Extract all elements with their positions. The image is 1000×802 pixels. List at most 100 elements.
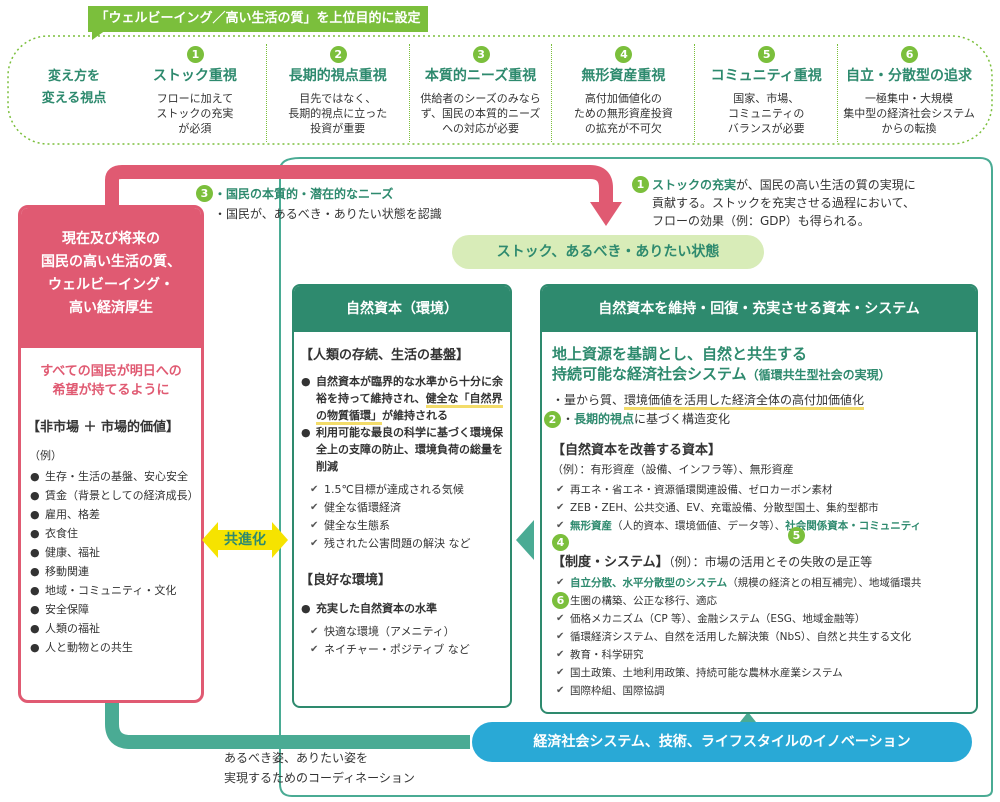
top-tag-pointer xyxy=(92,30,106,40)
natural-checks-2: 快適な環境（アメニティ）ネイチャー・ポジティブ など xyxy=(310,623,510,659)
coordination-text: あるべき姿、ありたい姿を 実現するためのコーディネーション xyxy=(224,751,415,785)
wellbeing-item: 移動関連 xyxy=(30,562,201,581)
needs-arrow-head xyxy=(590,202,622,226)
capital-big-2b: （循環共生型社会の実現） xyxy=(746,368,891,382)
capital-item: 教育・科学研究 xyxy=(556,646,968,664)
needs-line-2: ・国民が、あるべき・ありたい状態を認識 xyxy=(214,207,442,221)
natural-capital-box: 自然資本（環境） 【人類の存続、生活の基盤】 自然資本が臨界的な水準から十分に余… xyxy=(292,284,512,708)
wellbeing-item: 人類の福祉 xyxy=(30,619,201,638)
stock-note-rest: が、国民の高い生活の質の実現に貢献する。ストックを充実させる過程において、フロー… xyxy=(652,178,916,228)
perspective-desc: 供給者のシーズのみなら ず、国民の本質的ニーズ への対応が必要 xyxy=(420,92,541,135)
num-badge: 3 xyxy=(472,46,490,63)
natural-check-item: ネイチャー・ポジティブ など xyxy=(310,641,510,659)
needs-note: 3 ・国民の本質的・潜在的なニーズ ・国民が、あるべき・ありたい状態を認識 xyxy=(196,184,496,228)
perspective-desc: 目先ではなく、 長期的視点に立った 投資が重要 xyxy=(288,92,388,135)
stock-note: 1 ストックの充実が、国民の高い生活の質の実現に貢献する。ストックを充実させる過… xyxy=(632,176,922,232)
num-badge: 6 xyxy=(901,46,919,63)
perspective-4: 4 無形資産重視高付加価値化の ための無形資産投資 の拡充が不可欠 xyxy=(551,44,694,142)
wellbeing-item: 衣食住 xyxy=(30,524,201,543)
innovation-arrow-head xyxy=(740,712,756,722)
natural-checks: 1.5℃目標が達成される気候健全な循環経済健全な生態系残された公害問題の解決 な… xyxy=(310,481,510,553)
capital-item: 循環経済システム、自然を活用した解決策（NbS）、自然と共生する文化 xyxy=(556,628,968,646)
natural-sec1: 【人類の存続、生活の基盤】 xyxy=(300,348,470,363)
capital-sec2-row: 【制度・システム】（例）：市場の活用とその失敗の是正等 xyxy=(552,555,873,570)
wellbeing-box: 現在及び将来の 国民の高い生活の質、 ウェルビーイング・ 高い経済厚生 すべての… xyxy=(18,205,204,703)
capital-items-2: 価格メカニズム（CP 等）、金融システム（ESG、地域金融等）循環経済システム、… xyxy=(556,610,968,700)
num-row-45: 4 5 xyxy=(552,527,968,551)
wellbeing-heading: 【非市場 ＋ 市場的価値】 xyxy=(27,420,180,435)
capital-item-intangible: 無形資産（人的資本、環境価値、データ等）、社会関係資本・コミュニティ xyxy=(556,517,968,535)
num-badge: 2 xyxy=(329,46,347,63)
needs-line-1: ・国民の本質的・潜在的なニーズ xyxy=(214,187,394,201)
capital-system-box: 自然資本を維持・回復・充実させる資本・システム 地上資源を基調とし、自然と共生す… xyxy=(540,284,978,714)
num-badge: 1 xyxy=(632,176,649,193)
num-badge: 2 xyxy=(544,411,561,428)
wellbeing-item: 安全保障 xyxy=(30,600,201,619)
wellbeing-item: 健康、福祉 xyxy=(30,543,201,562)
natural-check-item: 残された公害問題の解決 など xyxy=(310,535,510,553)
num-badge: 5 xyxy=(758,46,776,63)
capital-sec1-example: （例）：有形資産（設備、インフラ等）、無形資産 xyxy=(552,463,794,476)
stock-banner: ストック、あるべき・ありたい状態 xyxy=(452,235,764,269)
natural-sec2: 【良好な環境】 xyxy=(300,573,392,588)
perspective-3: 3 本質的ニーズ重視供給者のシーズのみなら ず、国民の本質的ニーズ への対応が必要 xyxy=(408,44,552,142)
capital-quality: ・量から質、環境価値を活用した経済全体の高付加価値化 xyxy=(552,391,968,410)
capital-items-2a: 自立分散、水平分散型のシステム（規模の経済との相互補完）、地域循環共 xyxy=(556,574,968,592)
natural-check-item: 健全な生態系 xyxy=(310,517,510,535)
num-badge: 5 xyxy=(788,527,805,544)
perspective-5: 5 コミュニティ重視国家、市場、 コミュニティの バランスが必要 xyxy=(694,44,837,142)
natural-bullet-2: 利用可能な最良の科学に基づく環境保全上の支障の防止、環境負荷の総量を削減 xyxy=(301,424,504,475)
perspective-label: 変え方を 変える視点 xyxy=(41,69,107,106)
wellbeing-item: 地域・コミュニティ・文化 xyxy=(30,581,201,600)
num-badge: 3 xyxy=(196,185,213,202)
innovation-banner: 経済社会システム、技術、ライフスタイルのイノベーション xyxy=(472,722,972,762)
wellbeing-list: 生存・生活の基盤、安心安全賃金（背景としての経済成長）雇用、格差衣食住健康、福祉… xyxy=(30,467,201,657)
coordination-arrow xyxy=(105,698,470,749)
capital-items-1: 再エネ・省エネ・資源循環関連設備、ゼロカーボン素材ZEB・ZEH、公共交通、EV… xyxy=(556,481,968,517)
natural-header: 自然資本（環境） xyxy=(294,286,510,332)
num-badge: 6 xyxy=(552,592,569,609)
perspective-name: 無形資産重視 xyxy=(581,68,666,84)
perspective-desc: フローに加えて ストックの充実 が必須 xyxy=(156,92,234,135)
capital-item: 再エネ・省エネ・資源循環関連設備、ゼロカーボン素材 xyxy=(556,481,968,499)
natural-bullet-1: 自然資本が臨界的な水準から十分に余裕を持って維持され、健全な「自然界の物質循環」… xyxy=(301,373,504,425)
natural-check-item: 快適な環境（アメニティ） xyxy=(310,623,510,641)
perspective-desc: 高付加価値化の ための無形資産投資 の拡充が不可欠 xyxy=(573,92,673,135)
wellbeing-item: 賃金（背景としての経済成長） xyxy=(30,486,201,505)
capital-item: ZEB・ZEH、公共交通、EV、充電設備、分散型国土、集約型都市 xyxy=(556,499,968,517)
stock-note-lead: ストックの充実 xyxy=(652,178,737,192)
coevolution-arrow: 共進化 xyxy=(202,520,288,560)
natural-bullet-3: 充実した自然資本の水準 xyxy=(301,600,510,617)
natural-bullets: 自然資本が臨界的な水準から十分に余裕を持って維持され、健全な「自然界の物質循環」… xyxy=(301,373,504,475)
needs-arrow xyxy=(105,165,613,205)
perspective-name: 本質的ニーズ重視 xyxy=(424,68,537,84)
coevolution-label: 共進化 xyxy=(224,532,266,548)
wellbeing-item: 生存・生活の基盤、安心安全 xyxy=(30,467,201,486)
capital-item-distributed: 自立分散、水平分散型のシステム（規模の経済との相互補完）、地域循環共 xyxy=(556,574,968,592)
perspective-name: コミュニティ重視 xyxy=(710,68,822,84)
perspective-name: 長期的視点重視 xyxy=(288,68,387,84)
capital-item: 価格メカニズム（CP 等）、金融システム（ESG、地域金融等） xyxy=(556,610,968,628)
perspective-name: ストック重視 xyxy=(152,68,237,84)
capital-to-natural-arrow xyxy=(516,520,534,560)
top-tag: 「ウェルビーイング／高い生活の質」を上位目的に設定 xyxy=(88,6,428,32)
perspective-2: 2 長期的視点重視目先ではなく、 長期的視点に立った 投資が重要 xyxy=(265,44,409,142)
capital-sec1: 【自然資本を改善する資本】 xyxy=(552,443,722,458)
capital-item: 国際枠組、国際協調 xyxy=(556,682,968,700)
num-badge: 4 xyxy=(552,534,569,551)
capital-items-1b: 無形資産（人的資本、環境価値、データ等）、社会関係資本・コミュニティ xyxy=(556,517,968,535)
perspective-desc: 国家、市場、 コミュニティの バランスが必要 xyxy=(727,92,805,135)
capital-item-distributed-cont: 6 生圏の構築、公正な移行、適応 xyxy=(552,592,968,610)
capital-longterm: 2 ・長期的視点に基づく構造変化 xyxy=(544,410,968,429)
natural-bullets-2: 充実した自然資本の水準 xyxy=(301,600,510,617)
perspective-name: 自立・分散型の追求 xyxy=(846,68,973,84)
capital-big-1: 地上資源を基調とし、自然と共生する xyxy=(552,345,808,363)
wellbeing-item: 人と動物との共生 xyxy=(30,638,201,657)
num-badge: 4 xyxy=(615,46,633,63)
capital-header: 自然資本を維持・回復・充実させる資本・システム xyxy=(542,286,976,332)
natural-check-item: 健全な循環経済 xyxy=(310,499,510,517)
perspective-frame xyxy=(7,35,993,145)
